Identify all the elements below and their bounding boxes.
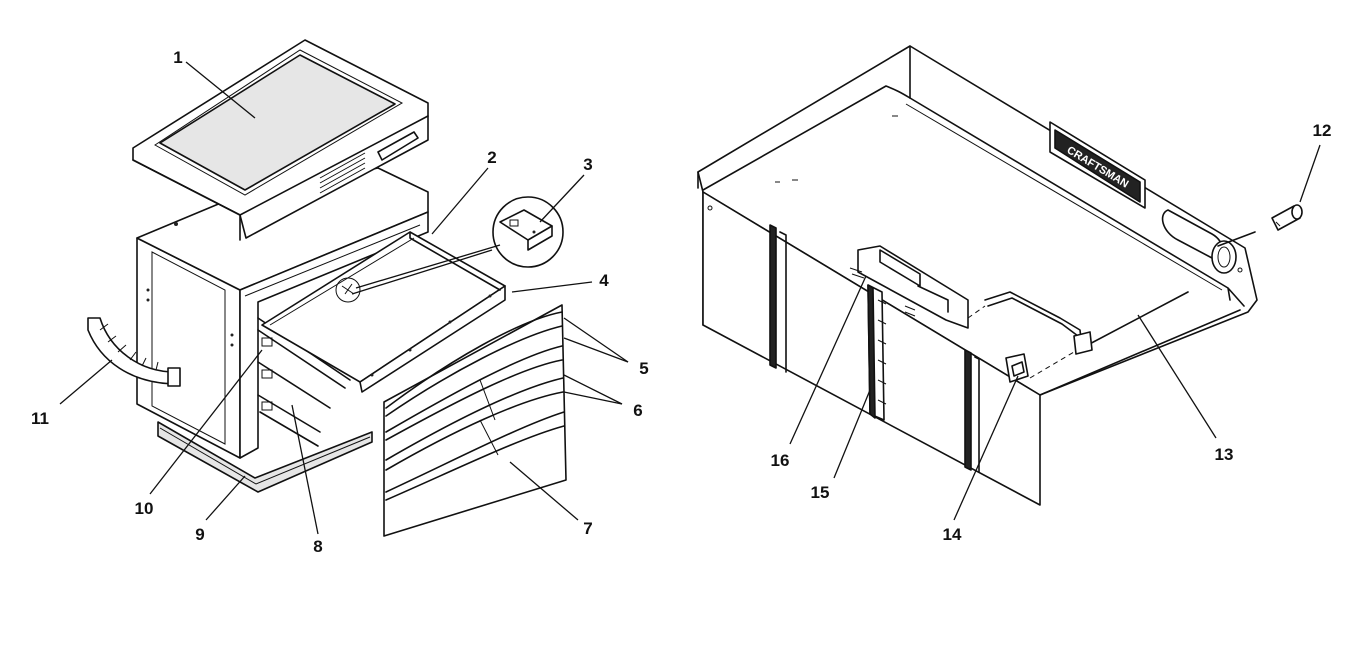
callout-9: 9	[195, 525, 204, 544]
callout-10: 10	[135, 499, 154, 518]
callout-13: 13	[1215, 445, 1234, 464]
callout-7: 7	[583, 519, 592, 538]
callout-6: 6	[633, 401, 642, 420]
latch-detail	[492, 196, 564, 268]
side-handle	[87, 317, 181, 387]
callout-15: 15	[811, 483, 830, 502]
open-drawer	[261, 231, 506, 393]
lock-clip	[1005, 353, 1029, 383]
drawer-fronts	[383, 304, 567, 537]
callout-5: 5	[639, 359, 648, 378]
callout-8: 8	[313, 537, 322, 556]
callout-4: 4	[599, 271, 609, 290]
tray-shell	[697, 45, 1258, 506]
tool-chest-assembly	[59, 39, 629, 537]
base-plate	[157, 421, 373, 493]
lid-handle-recess	[1161, 209, 1237, 274]
lid	[132, 39, 429, 241]
lid-underside-assembly: CRAFTSMAN	[697, 45, 1321, 521]
callout-14: 14	[943, 525, 962, 544]
cabinet-body	[136, 167, 429, 459]
lock-rod	[967, 231, 1256, 379]
drawer-slides	[257, 317, 351, 447]
callout-3: 3	[583, 155, 592, 174]
leader-lines-left	[59, 61, 629, 535]
lock-cylinder	[1271, 204, 1303, 231]
callout-1: 1	[173, 48, 182, 67]
callout-16: 16	[771, 451, 790, 470]
callout-2: 2	[487, 148, 496, 167]
callout-labels: 1 2 3 4 5 6 7 8 9 10 11 12 13 14 15 16	[31, 48, 1331, 556]
leader-lines-right	[789, 144, 1321, 521]
callout-12: 12	[1313, 121, 1332, 140]
lock-bar	[867, 284, 887, 421]
hinge-bracket	[849, 245, 969, 329]
callout-11: 11	[31, 409, 49, 428]
